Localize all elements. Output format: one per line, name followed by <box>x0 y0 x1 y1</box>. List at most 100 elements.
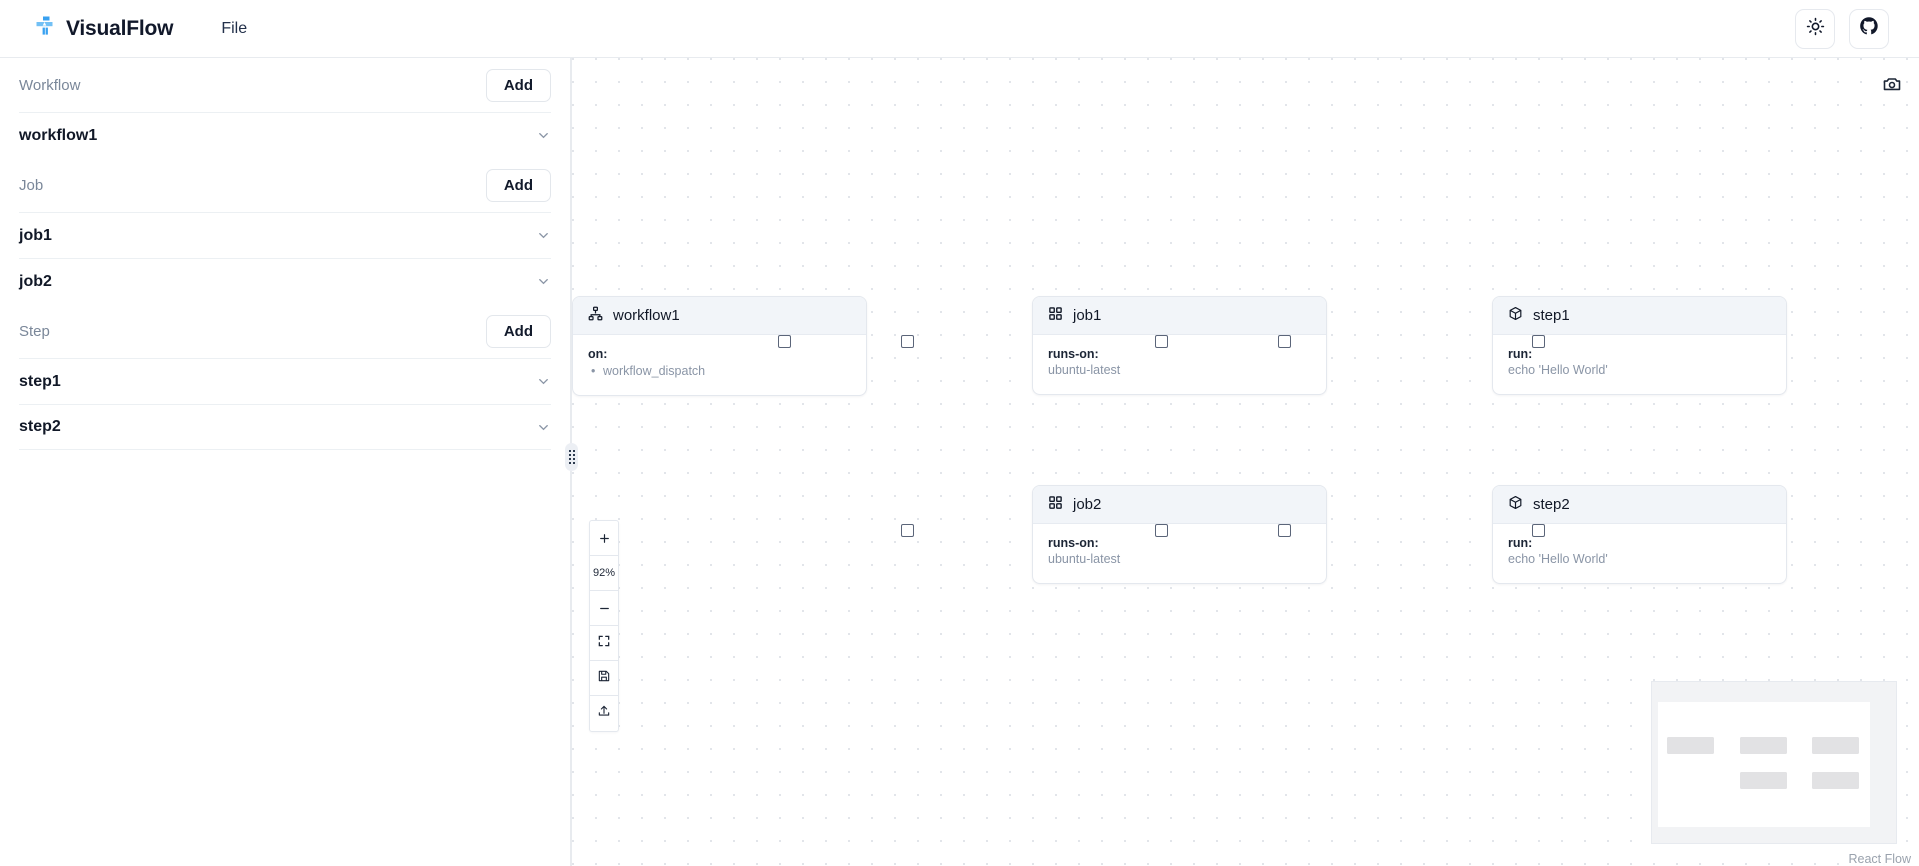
add-step-button[interactable]: Add <box>485 314 551 348</box>
chevron-down-icon[interactable] <box>536 228 551 243</box>
export-button[interactable] <box>590 696 618 731</box>
node-header: job2 <box>1033 486 1326 524</box>
save-button[interactable] <box>590 661 618 696</box>
node-key: run: <box>1508 347 1533 361</box>
grid-squares-icon <box>1048 495 1063 515</box>
minimap-viewport <box>1658 702 1870 827</box>
node-header: workflow1 <box>573 297 866 335</box>
grid-squares-icon <box>1048 306 1063 326</box>
sun-icon <box>1806 17 1825 41</box>
camera-icon <box>1882 74 1902 99</box>
chevron-down-icon[interactable] <box>536 374 551 389</box>
github-link-button[interactable] <box>1849 8 1889 49</box>
flow-hierarchy-icon <box>34 15 56 42</box>
github-icon <box>1859 16 1879 41</box>
sidebar-item-label: job1 <box>19 226 52 244</box>
minimap-node <box>1667 737 1714 754</box>
handle-target-job2[interactable] <box>901 524 914 537</box>
screenshot-camera-button[interactable] <box>1877 71 1907 101</box>
zoom-in-button[interactable] <box>590 521 618 556</box>
chevron-down-icon[interactable] <box>536 274 551 289</box>
node-value: echo 'Hello World' <box>1508 363 1608 377</box>
menu-file[interactable]: File <box>221 19 248 37</box>
zoom-controls-panel: 92% <box>589 520 619 732</box>
sidebar-section-workflow-header: Workflow Add <box>19 58 551 112</box>
handle-source-step2[interactable] <box>1532 524 1545 537</box>
minimap[interactable] <box>1651 681 1897 844</box>
node-body: run: echo 'Hello World' <box>1493 335 1786 394</box>
handle-target-step2[interactable] <box>1278 524 1291 537</box>
node-key: runs-on: <box>1048 536 1099 550</box>
sidebar-item-label: job2 <box>19 272 52 290</box>
node-title: workflow1 <box>613 307 680 324</box>
edge-layer <box>572 58 872 208</box>
node-body: runs-on: ubuntu-latest <box>1033 524 1326 583</box>
node-title: step1 <box>1533 307 1570 324</box>
section-label-step: Step <box>19 322 50 340</box>
node-title: job1 <box>1073 307 1102 324</box>
handle-source-job2[interactable] <box>1155 524 1168 537</box>
sidebar-item-label: step1 <box>19 372 61 390</box>
add-job-button[interactable]: Add <box>485 168 551 202</box>
node-job2[interactable]: job2 runs-on: ubuntu-latest <box>1032 485 1327 584</box>
zoom-level-value: 92% <box>592 567 616 579</box>
handle-target-step1[interactable] <box>1278 335 1291 348</box>
sidebar-item-workflow1[interactable]: workflow1 <box>19 112 551 158</box>
section-label-job: Job <box>19 176 44 194</box>
chevron-down-icon[interactable] <box>536 128 551 143</box>
handle-source-step1[interactable] <box>1532 335 1545 348</box>
sidebar-section-job-header: Job Add <box>19 158 551 212</box>
minimap-node <box>1740 772 1787 789</box>
sidebar-item-job2[interactable]: job2 <box>19 258 551 304</box>
list-item: workflow_dispatch <box>588 364 851 378</box>
save-icon <box>597 669 611 688</box>
add-workflow-button[interactable]: Add <box>485 68 551 102</box>
top-bar: VisualFlow File <box>0 0 1919 58</box>
brand-title: VisualFlow <box>66 16 174 40</box>
sidebar-item-job1[interactable]: job1 <box>19 212 551 258</box>
node-key: on: <box>588 347 608 361</box>
node-value: echo 'Hello World' <box>1508 552 1608 566</box>
export-upload-icon <box>597 704 611 723</box>
zoom-level-display: 92% <box>590 556 618 591</box>
hierarchy-icon <box>588 306 603 326</box>
node-workflow1[interactable]: workflow1 on: workflow_dispatch <box>572 296 867 396</box>
node-body: run: echo 'Hello World' <box>1493 524 1786 583</box>
node-key: run: <box>1508 536 1533 550</box>
handle-source-job1[interactable] <box>1155 335 1168 348</box>
sidebar-section-step-header: Step Add <box>19 304 551 358</box>
handle-source-workflow1[interactable] <box>778 335 791 348</box>
node-title: job2 <box>1073 496 1102 513</box>
flow-canvas[interactable]: workflow1 on: workflow_dispatch job1 run… <box>572 58 1919 866</box>
handle-target-job1[interactable] <box>901 335 914 348</box>
sidebar-item-step2[interactable]: step2 <box>19 404 551 450</box>
brand: VisualFlow <box>34 15 174 42</box>
cube-icon <box>1508 306 1523 326</box>
fit-view-icon <box>597 634 611 653</box>
zoom-out-button[interactable] <box>590 591 618 626</box>
menu-bar: File <box>211 14 257 44</box>
node-header: job1 <box>1033 297 1326 335</box>
theme-toggle-button[interactable] <box>1795 8 1835 49</box>
cube-icon <box>1508 495 1523 515</box>
sidebar-item-step1[interactable]: step1 <box>19 358 551 404</box>
node-job1[interactable]: job1 runs-on: ubuntu-latest <box>1032 296 1327 395</box>
sidebar-item-label: workflow1 <box>19 126 98 144</box>
fit-view-button[interactable] <box>590 626 618 661</box>
node-body: on: workflow_dispatch <box>573 335 866 395</box>
node-value-list: workflow_dispatch <box>588 364 851 378</box>
reactflow-attribution[interactable]: React Flow <box>1846 852 1913 866</box>
sidebar-item-label: step2 <box>19 418 61 435</box>
node-header: step2 <box>1493 486 1786 524</box>
sidebar: Workflow Add workflow1 Job Add job1 job2… <box>0 58 571 866</box>
node-value: ubuntu-latest <box>1048 552 1121 566</box>
minimap-node <box>1740 737 1787 754</box>
chevron-down-icon[interactable] <box>536 420 551 435</box>
section-label-workflow: Workflow <box>19 76 81 94</box>
node-body: runs-on: ubuntu-latest <box>1033 335 1326 394</box>
node-title: step2 <box>1533 496 1570 513</box>
minimap-node <box>1812 737 1859 754</box>
topbar-actions <box>1795 8 1889 49</box>
minimap-node <box>1812 772 1859 789</box>
sidebar-resize-handle[interactable] <box>565 443 578 471</box>
